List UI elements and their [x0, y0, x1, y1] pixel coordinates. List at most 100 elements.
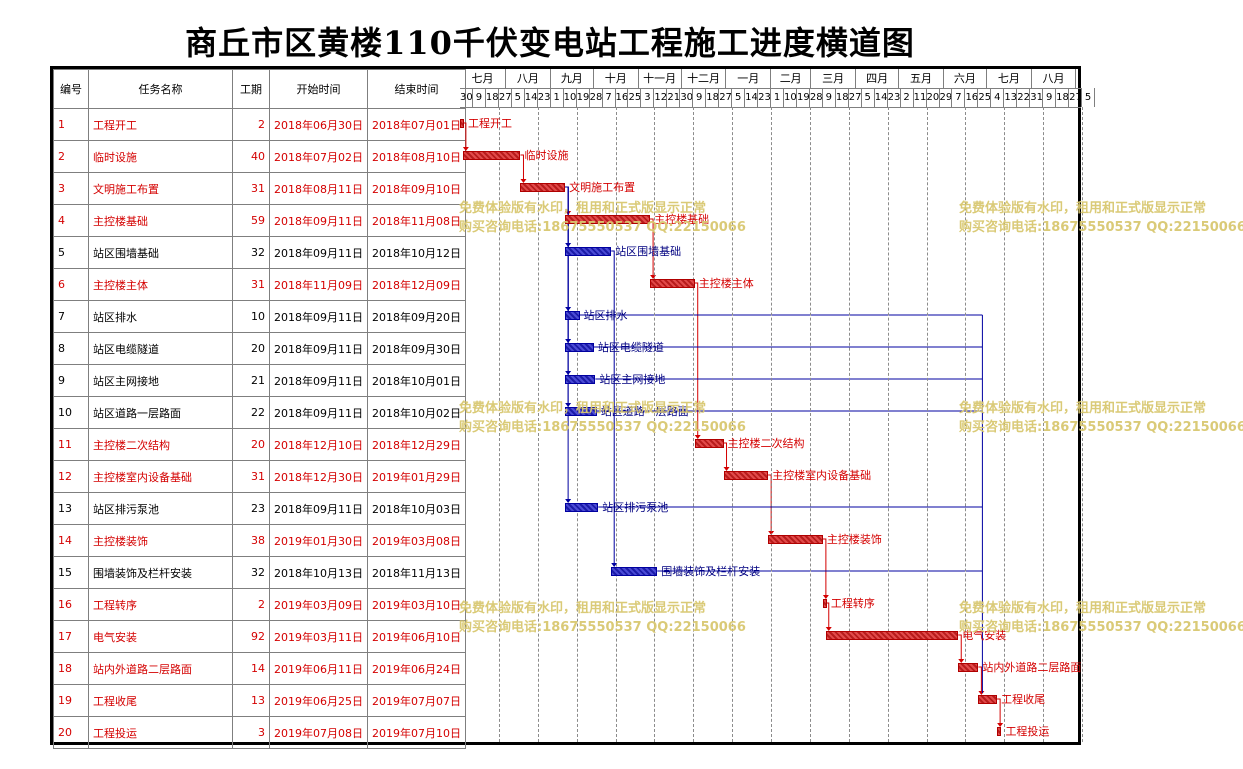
- task-name[interactable]: 文明施工布置: [88, 172, 233, 205]
- task-name[interactable]: 站区围墙基础: [88, 236, 233, 269]
- task-start[interactable]: 2019年06月11日: [269, 652, 368, 685]
- task-start[interactable]: 2019年01月30日: [269, 524, 368, 557]
- header-start[interactable]: 开始时间: [269, 69, 368, 109]
- task-bar[interactable]: [768, 534, 823, 544]
- task-start[interactable]: 2018年07月02日: [269, 140, 368, 173]
- task-name[interactable]: 站区道路一层路面: [88, 396, 233, 429]
- task-bar[interactable]: [978, 694, 998, 704]
- task-start[interactable]: 2018年09月11日: [269, 396, 368, 429]
- task-bar[interactable]: [565, 502, 599, 512]
- task-name[interactable]: 主控楼装饰: [88, 524, 233, 557]
- task-end[interactable]: 2018年11月08日: [367, 204, 466, 237]
- task-end[interactable]: 2019年07月10日: [367, 716, 466, 749]
- task-id[interactable]: 4: [53, 204, 89, 237]
- header-duration[interactable]: 工期: [232, 69, 270, 109]
- task-duration[interactable]: 31: [232, 460, 270, 493]
- task-end[interactable]: 2018年09月30日: [367, 332, 466, 365]
- task-bar[interactable]: [520, 182, 566, 192]
- task-duration[interactable]: 20: [232, 428, 270, 461]
- task-start[interactable]: 2018年12月10日: [269, 428, 368, 461]
- task-start[interactable]: 2019年03月09日: [269, 588, 368, 621]
- task-end[interactable]: 2018年10月03日: [367, 492, 466, 525]
- task-bar[interactable]: [565, 374, 596, 384]
- task-duration[interactable]: 10: [232, 300, 270, 333]
- task-name[interactable]: 站区排污泵池: [88, 492, 233, 525]
- task-end[interactable]: 2019年06月24日: [367, 652, 466, 685]
- task-end[interactable]: 2018年10月12日: [367, 236, 466, 269]
- task-name[interactable]: 围墙装饰及栏杆安装: [88, 556, 233, 589]
- task-id[interactable]: 10: [53, 396, 89, 429]
- task-duration[interactable]: 14: [232, 652, 270, 685]
- task-bar[interactable]: [565, 214, 651, 224]
- task-end[interactable]: 2018年12月09日: [367, 268, 466, 301]
- task-duration[interactable]: 3: [232, 716, 270, 749]
- task-end[interactable]: 2019年01月29日: [367, 460, 466, 493]
- task-bar[interactable]: [997, 726, 1002, 736]
- task-bar[interactable]: [460, 118, 464, 128]
- task-id[interactable]: 9: [53, 364, 89, 397]
- task-name[interactable]: 站区电缆隧道: [88, 332, 233, 365]
- task-duration[interactable]: 31: [232, 268, 270, 301]
- task-start[interactable]: 2018年06月30日: [269, 108, 368, 141]
- task-start[interactable]: 2018年09月11日: [269, 204, 368, 237]
- task-duration[interactable]: 92: [232, 620, 270, 653]
- task-bar[interactable]: [611, 566, 658, 576]
- task-end[interactable]: 2018年10月02日: [367, 396, 466, 429]
- task-name[interactable]: 临时设施: [88, 140, 233, 173]
- task-end[interactable]: 2018年12月29日: [367, 428, 466, 461]
- task-name[interactable]: 站内外道路二层路面: [88, 652, 233, 685]
- task-name[interactable]: 工程投运: [88, 716, 233, 749]
- task-duration[interactable]: 2: [232, 588, 270, 621]
- task-name[interactable]: 主控楼室内设备基础: [88, 460, 233, 493]
- task-duration[interactable]: 2: [232, 108, 270, 141]
- task-end[interactable]: 2019年07月07日: [367, 684, 466, 717]
- task-duration[interactable]: 32: [232, 236, 270, 269]
- task-id[interactable]: 13: [53, 492, 89, 525]
- task-end[interactable]: 2018年08月10日: [367, 140, 466, 173]
- header-name[interactable]: 任务名称: [88, 69, 233, 109]
- task-bar[interactable]: [565, 406, 597, 416]
- task-duration[interactable]: 31: [232, 172, 270, 205]
- task-start[interactable]: 2018年11月09日: [269, 268, 368, 301]
- task-bar[interactable]: [462, 150, 521, 160]
- task-name[interactable]: 主控楼基础: [88, 204, 233, 237]
- task-id[interactable]: 6: [53, 268, 89, 301]
- task-name[interactable]: 站区主网接地: [88, 364, 233, 397]
- task-end[interactable]: 2018年09月10日: [367, 172, 466, 205]
- task-duration[interactable]: 22: [232, 396, 270, 429]
- task-bar[interactable]: [565, 310, 580, 320]
- task-name[interactable]: 工程转序: [88, 588, 233, 621]
- header-end[interactable]: 结束时间: [367, 69, 466, 109]
- task-start[interactable]: 2019年03月11日: [269, 620, 368, 653]
- header-id[interactable]: 编号: [53, 69, 89, 109]
- task-id[interactable]: 17: [53, 620, 89, 653]
- task-id[interactable]: 12: [53, 460, 89, 493]
- task-end[interactable]: 2019年03月08日: [367, 524, 466, 557]
- task-id[interactable]: 5: [53, 236, 89, 269]
- task-duration[interactable]: 13: [232, 684, 270, 717]
- task-id[interactable]: 16: [53, 588, 89, 621]
- task-name[interactable]: 工程收尾: [88, 684, 233, 717]
- task-start[interactable]: 2018年09月11日: [269, 300, 368, 333]
- task-id[interactable]: 18: [53, 652, 89, 685]
- task-end[interactable]: 2018年10月01日: [367, 364, 466, 397]
- task-duration[interactable]: 59: [232, 204, 270, 237]
- task-start[interactable]: 2018年08月11日: [269, 172, 368, 205]
- task-bar[interactable]: [694, 438, 724, 448]
- task-name[interactable]: 站区排水: [88, 300, 233, 333]
- task-end[interactable]: 2018年07月01日: [367, 108, 466, 141]
- task-id[interactable]: 8: [53, 332, 89, 365]
- task-id[interactable]: 20: [53, 716, 89, 749]
- task-duration[interactable]: 21: [232, 364, 270, 397]
